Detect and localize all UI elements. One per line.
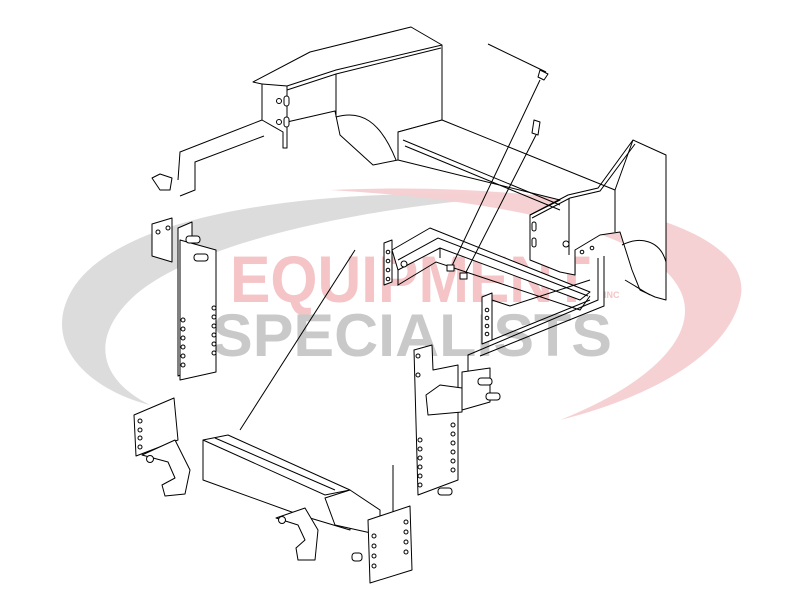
push-frame-cross-tube — [133, 397, 413, 584]
assembly-guide-lines — [467, 258, 599, 375]
cross-member-rear — [383, 227, 591, 345]
pins-and-bolts — [446, 43, 549, 280]
frame-assembly — [133, 26, 667, 584]
left-mount-bracket — [151, 173, 217, 381]
watermark-suffix: INC — [604, 290, 620, 300]
right-mount-bracket — [413, 344, 501, 496]
watermark-swoosh-gray — [62, 193, 520, 405]
vehicle-frame-rail-left — [177, 26, 443, 197]
lift-arm-hooks — [141, 439, 319, 561]
watermark-line2: SPECIALISTS — [212, 302, 612, 369]
vehicle-frame-rail-right — [397, 119, 667, 301]
